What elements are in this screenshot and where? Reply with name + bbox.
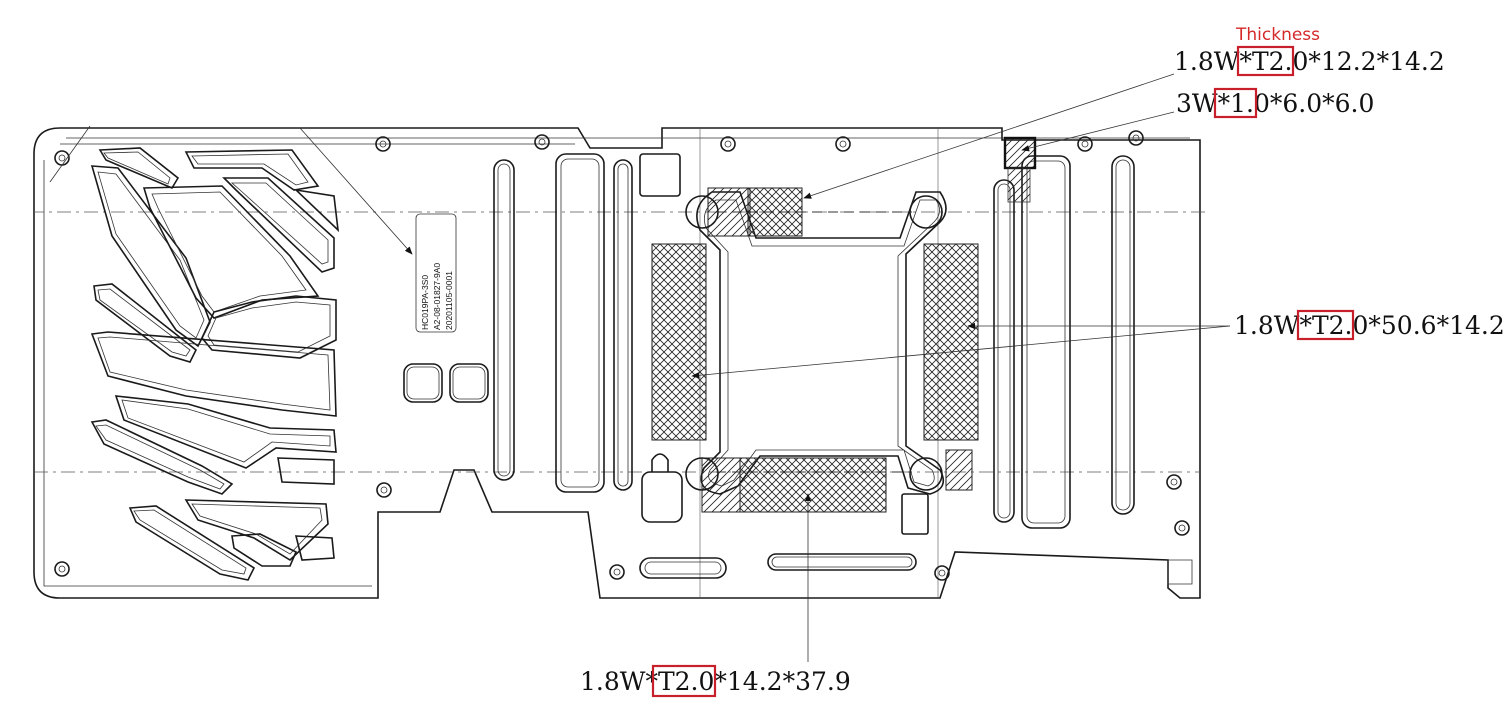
screw-hole-3 — [534, 134, 550, 150]
gpu-bracket-frame — [685, 191, 947, 495]
thermal-pad-left — [651, 243, 707, 441]
leader-pad-right-2 — [691, 325, 1231, 379]
screw-hole-11 — [934, 565, 950, 581]
thickness-box-pad-top — [1236, 45, 1295, 77]
leader-lines — [49, 73, 1231, 662]
thermal-pad-bottom-left — [701, 457, 741, 513]
callout-pad-top: 1.8W*T2.0*12.2*14.2 — [1174, 47, 1445, 76]
screw-hole-12 — [1166, 474, 1182, 490]
screw-hole-6 — [1077, 136, 1093, 152]
screw-hole-7 — [1128, 130, 1144, 146]
callouts: Thickness 1.8W*T2.0*12.2*14.2 3W*1.0*6.0… — [580, 25, 1505, 698]
callout-pad-small: 3W*1.0*6.0*6.0 — [1176, 89, 1374, 118]
screw-holes — [54, 130, 1190, 581]
part-label-line-3: 20201105-0001 — [444, 271, 454, 330]
thermal-pad-top — [747, 187, 803, 237]
screw-hole-9 — [54, 561, 70, 577]
screw-hole-8 — [376, 482, 392, 498]
leader-pad-small — [1021, 111, 1175, 152]
screw-hole-13 — [1174, 520, 1190, 536]
screw-hole-4 — [720, 136, 736, 152]
thermal-pad-bottom — [739, 457, 887, 513]
leader-pad-top — [803, 73, 1175, 199]
screw-hole-10 — [609, 564, 625, 580]
thermal-pads — [651, 136, 1037, 513]
callout-pad-bottom: 1.8W*T2.0*14.2*37.9 — [580, 667, 851, 696]
thermal-pad-right — [923, 243, 979, 441]
thermal-pad-bottom-right — [945, 449, 973, 491]
callout-pad-right: 1.8W*T2.0*50.6*14.2 — [1234, 311, 1505, 340]
vent-cutouts — [90, 147, 340, 581]
part-label-line-1: HC019PA-3S0 — [420, 275, 430, 330]
screw-hole-2 — [375, 136, 391, 152]
thickness-label: Thickness — [1235, 25, 1320, 45]
part-label-plate: HC019PA-3S0 A2-08-01827-9A0 20201105-000… — [415, 213, 457, 333]
slot-cutouts — [403, 153, 1135, 579]
screw-hole-5 — [835, 136, 851, 152]
thermal-pad-small — [1003, 136, 1037, 170]
thickness-box-pad-bottom — [651, 664, 717, 698]
thickness-box-pad-small — [1213, 87, 1258, 119]
thermal-pad-top-left — [707, 187, 751, 237]
thickness-box-pad-right — [1296, 309, 1355, 341]
part-label-line-2: A2-08-01827-9A0 — [432, 263, 442, 330]
